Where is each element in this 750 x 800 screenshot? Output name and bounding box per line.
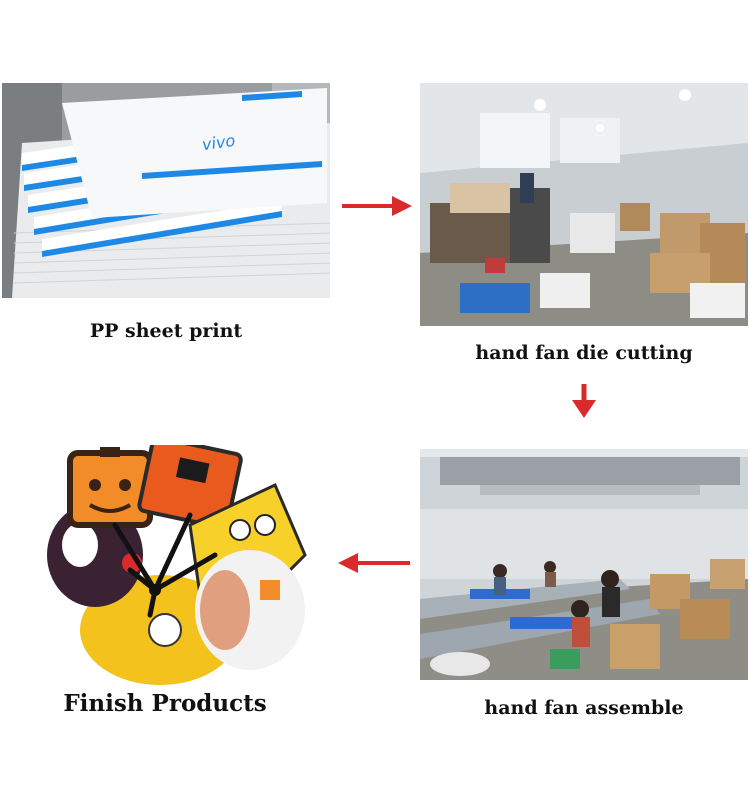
assemble-factory-photo — [420, 449, 748, 680]
finished-hand-fans-image — [40, 445, 340, 685]
step-caption-finish-products: Finish Products — [63, 690, 267, 717]
step-caption-die-cutting: hand fan die cutting — [475, 342, 693, 364]
step-caption-pp-sheet-print: PP sheet print — [89, 320, 243, 342]
step-caption-assemble: hand fan assemble — [484, 697, 684, 719]
die-cutting-factory-photo — [420, 83, 748, 326]
flow-arrow-down — [572, 384, 596, 418]
pp-sheet-print-photo: vivo — [2, 83, 330, 298]
flow-arrow-left — [338, 553, 410, 573]
flow-arrow-right — [342, 196, 412, 216]
